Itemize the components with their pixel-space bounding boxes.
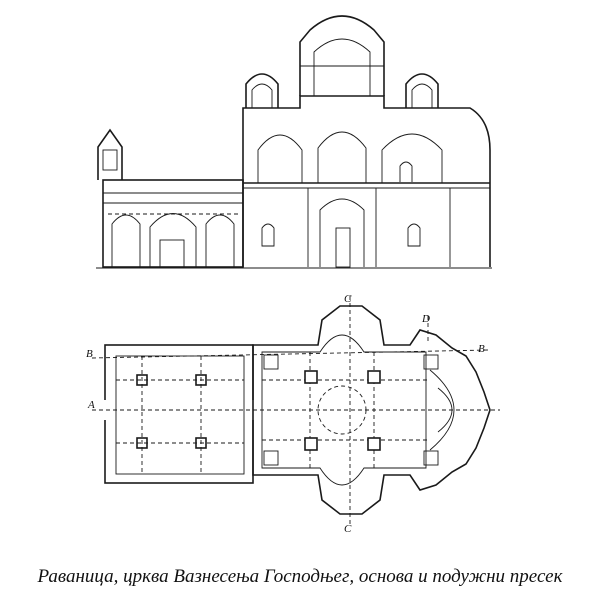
section-label-a: A — [87, 399, 95, 411]
main-church-section — [242, 15, 491, 268]
section-label-c-top: C — [344, 293, 352, 305]
main-church-plan — [252, 305, 491, 515]
longitudinal-section — [96, 15, 492, 269]
section-label-b-left: B — [86, 348, 93, 360]
floor-plan: A B B C C D — [86, 293, 500, 535]
section-lines — [91, 296, 500, 524]
figure-caption: Раваница, црква Вазнесења Господњег, осн… — [37, 566, 563, 587]
narthex-plan — [103, 344, 255, 484]
section-label-b-right: B — [478, 343, 485, 355]
section-label-d: D — [421, 313, 430, 325]
section-label-c-bottom: C — [344, 523, 352, 535]
narthex-section — [97, 128, 244, 268]
